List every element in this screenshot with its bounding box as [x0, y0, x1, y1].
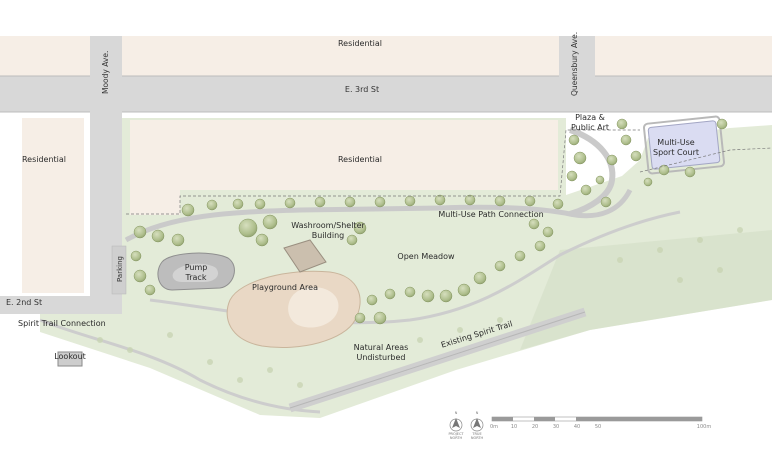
e-2nd-street [0, 296, 122, 314]
label-e-2nd-st: E. 2nd St [6, 298, 43, 307]
scale-tick: 50 [594, 424, 602, 430]
north-arrow-project-n: N [454, 411, 458, 415]
scale-tick: 40 [573, 424, 581, 430]
label-multi-use-path-connection: Multi-Use Path Connection [438, 210, 544, 219]
north-arrow-true [470, 418, 484, 432]
north-arrow-true-n: N [475, 411, 479, 415]
scale-tick: 30 [552, 424, 560, 430]
label-parking: Parking [116, 256, 124, 282]
plaza-path [568, 127, 616, 217]
scale-tick: 100m [696, 424, 712, 430]
lookout-platform [57, 351, 83, 367]
label-e-3rd-st: E. 3rd St [344, 85, 380, 94]
multi-use-path [124, 188, 633, 243]
scale-tick: 0m [489, 424, 499, 430]
label-residential-center: Residential [337, 155, 383, 164]
residential-block-top [0, 36, 772, 76]
label-moody-ave: Moody Ave. [101, 50, 110, 94]
label-playground-area: Playground Area [252, 283, 318, 292]
e-3rd-street [0, 76, 772, 112]
tree-canopy [130, 118, 728, 325]
label-plaza-public-art: Plaza &Public Art [570, 113, 610, 132]
label-open-meadow: Open Meadow [397, 252, 455, 261]
queensbury-avenue [559, 36, 595, 78]
label-lookout: Lookout [54, 352, 86, 361]
scale-bar [491, 416, 703, 422]
park-boundary [126, 129, 640, 215]
multi-use-sport-court [647, 120, 721, 170]
label-queensbury-ave: Queensbury Ave. [570, 31, 579, 96]
residential-block-center [130, 120, 558, 215]
parking-lot [111, 245, 127, 295]
north-arrow-project [449, 418, 463, 432]
label-residential-left: Residential [21, 155, 67, 164]
label-residential-top: Residential [337, 39, 383, 48]
washroom-shelter-building [283, 239, 327, 273]
label-spirit-trail-connection: Spirit Trail Connection [18, 319, 106, 328]
scale-tick: 10 [510, 424, 518, 430]
scale-tick: 20 [531, 424, 539, 430]
